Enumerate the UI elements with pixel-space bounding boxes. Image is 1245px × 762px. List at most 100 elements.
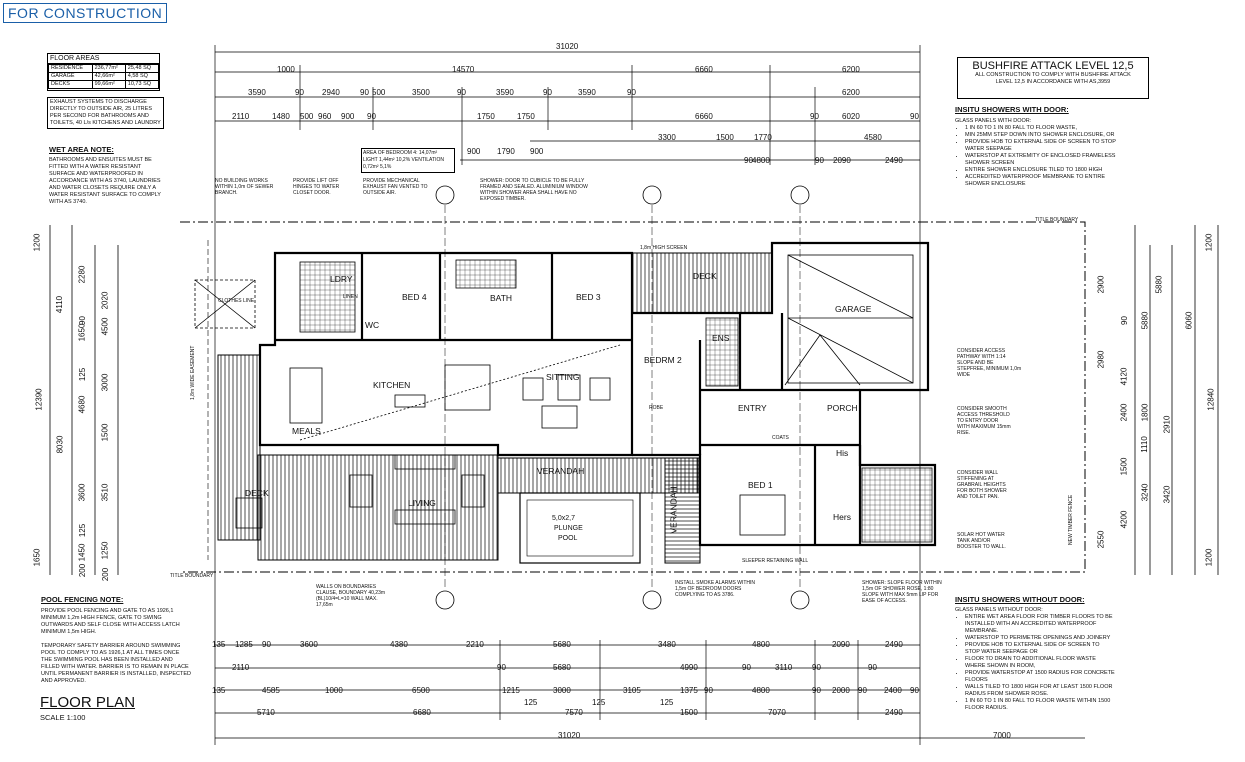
room-deck-top: DECK <box>693 271 717 281</box>
note-exhaust: PROVIDE MECHANICAL EXHAUST FAN VENTED TO… <box>363 178 428 196</box>
dim-label: 1285 <box>235 640 253 649</box>
dim-label: 4800 <box>752 156 770 165</box>
dim-label: 200 <box>78 563 88 578</box>
dim-label: 2900 <box>1096 275 1106 294</box>
dim-label: 1790 <box>497 147 515 156</box>
dim-label: 2490 <box>885 156 903 165</box>
dim-label: 90 <box>744 156 753 165</box>
pool-size: 5,0x2,7 <box>552 515 575 522</box>
pool-label: PLUNGE <box>554 525 583 532</box>
dim-label: 4800 <box>752 686 770 695</box>
dim-label: 5680 <box>553 640 571 649</box>
dim-label: 3105 <box>623 686 641 695</box>
list-item: PROVIDE HOB TO EXTERNAL SIDE OF SCREEN T… <box>965 139 1120 153</box>
room-bath: BATH <box>490 293 513 303</box>
room-bed1: BED 1 <box>748 480 773 490</box>
dim-label: 2000 <box>832 686 850 695</box>
dim-label: 1450 <box>77 543 87 562</box>
pool-note-title: POOL FENCING NOTE: <box>41 595 124 604</box>
dim-label: 1800 <box>1140 403 1150 422</box>
dim-bottom-total: 31020 <box>558 731 581 740</box>
for-construction-stamp: FOR CONSTRUCTION <box>3 3 168 23</box>
dim-label: 125 <box>78 523 88 538</box>
room-entry: ENTRY <box>738 403 767 413</box>
room-coats: COATS <box>772 435 789 441</box>
room-ens: ENS <box>712 333 730 343</box>
dim-label: 3480 <box>658 640 676 649</box>
dim-label: 2400 <box>884 686 902 695</box>
note-timber-fence: NEW TIMBER FENCE <box>1068 494 1074 545</box>
note-shower-slope: SHOWER: SLOPE FLOOR WITHIN 1,5m OF SHOWE… <box>862 580 942 604</box>
list-item: ACCREDITED WATERPROOF MEMBRANE TO ENTIRE… <box>965 174 1120 188</box>
insitu-with-intro: GLASS PANELS WITH DOOR: <box>955 118 1032 124</box>
dim-label: 1200 <box>1204 548 1214 567</box>
note-easement: 1,8m WIDE EASEMENT <box>190 345 196 400</box>
list-item: 1 IN 60 TO 1 IN 80 FALL TO FLOOR WASTE W… <box>965 698 1115 712</box>
dim-label: 5710 <box>257 708 275 717</box>
dim-label: 1200 <box>32 233 42 252</box>
pool-note-p1: PROVIDE POOL FENCING AND GATE TO AS 1926… <box>41 608 180 635</box>
dim-label: 1000 <box>325 686 343 695</box>
room-deck-left: DECK <box>245 488 269 498</box>
dim-label: 3600 <box>300 640 318 649</box>
room-bed4: BED 4 <box>402 292 427 302</box>
list-item: FLOOR TO DRAIN TO ADDITIONAL FLOOR WASTE… <box>965 656 1115 670</box>
dim-label: 200 <box>101 567 111 582</box>
dim-label: 90 <box>742 663 751 672</box>
dim-label: 7570 <box>565 708 583 717</box>
dim-label: 135 <box>212 640 226 649</box>
dim-label: 3420 <box>1162 485 1172 504</box>
dim-label: 960 <box>318 112 332 121</box>
dim-label: 12390 <box>34 388 44 411</box>
dim-label: 6200 <box>842 88 860 97</box>
dim-label: 3240 <box>1140 483 1150 502</box>
dim-label: 1000 <box>277 65 295 74</box>
dim-label: 3590 <box>496 88 514 97</box>
room-robe: ROBE <box>649 405 664 411</box>
dim-label: 1215 <box>502 686 520 695</box>
list-item: 1 IN 60 TO 1 IN 80 FALL TO FLOOR WASTE, <box>965 125 1120 132</box>
dim-label: 900 <box>530 147 544 156</box>
dim-label: 125 <box>524 698 538 707</box>
dim-label: 1500 <box>1119 457 1129 476</box>
dim-label: 90 <box>810 112 819 121</box>
note-smoke: INSTALL SMOKE ALARMS WITHIN 1,5m OF BEDR… <box>675 580 756 598</box>
list-item: ENTIRE WET AREA FLOOR FOR TIMBER FLOORS … <box>965 614 1115 635</box>
dim-label: 2280 <box>77 265 87 284</box>
clothes-line-label: CLOTHES LINE <box>218 298 255 304</box>
dim-label: 4580 <box>864 133 882 142</box>
pool-note-p2: TEMPORARY SAFETY BARRIER AROUND SWIMMING… <box>41 643 191 684</box>
wet-area-text: BATHROOMS AND ENSUITES MUST BE FITTED WI… <box>49 157 161 205</box>
dim-label: 1480 <box>272 112 290 121</box>
dim-label: 90 <box>1119 316 1129 325</box>
dim-label: 90 <box>497 663 506 672</box>
dim-label: 90 <box>262 640 271 649</box>
note-title-boundary-bottom: TITLE BOUNDARY <box>170 573 214 579</box>
dim-label: 2910 <box>1162 415 1172 434</box>
room-porch: PORCH <box>827 403 858 413</box>
wet-area-title: WET AREA NOTE: <box>49 145 114 154</box>
dim-label: 3000 <box>100 373 110 392</box>
dim-label: 2110 <box>232 663 250 672</box>
room-verandah-side: VERANDAH <box>668 486 679 534</box>
dim-label: 3510 <box>100 483 110 502</box>
pool-label-2: POOL <box>558 535 578 542</box>
dim-label: 1500 <box>100 423 110 442</box>
room-living: LIVING <box>408 498 436 508</box>
room-garage: GARAGE <box>835 304 872 314</box>
room-his: His <box>836 448 849 458</box>
dim-label: 3500 <box>412 88 430 97</box>
insitu-without-title: INSITU SHOWERS WITHOUT DOOR: <box>955 595 1085 604</box>
room-bedrm2: BEDRM 2 <box>644 355 682 365</box>
dim-label: 1200 <box>1204 233 1214 252</box>
note-solar: SOLAR HOT WATER TANK AND/OR BOOSTER TO W… <box>957 532 1006 550</box>
dim-label: 2980 <box>1096 350 1106 369</box>
dim-label: 90 <box>858 686 867 695</box>
dim-top-total: 31020 <box>556 42 579 51</box>
dim-label: 3590 <box>248 88 266 97</box>
dim-label: 8030 <box>55 435 65 454</box>
note-high-screen: 1,8m HIGH SCREEN <box>640 245 688 251</box>
exhaust-note: EXHAUST SYSTEMS TO DISCHARGE DIRECTLY TO… <box>47 97 164 129</box>
room-bed3: BED 3 <box>576 292 601 302</box>
insitu-with-title: INSITU SHOWERS WITH DOOR: <box>955 105 1069 114</box>
